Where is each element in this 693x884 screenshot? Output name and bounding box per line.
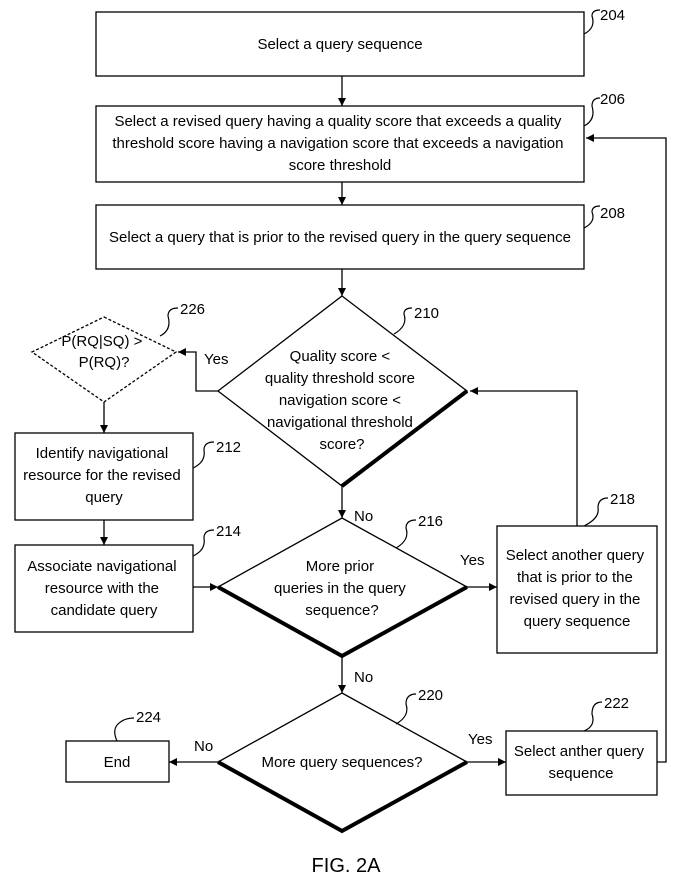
edge-label-yes-220: Yes [468,731,492,748]
ref-220: 220 [418,687,443,704]
ref-216: 216 [418,513,443,530]
decision-210-text: Quality score < quality threshold score … [265,348,419,453]
edge-210-226-yes [178,348,218,392]
leader-204 [583,9,601,35]
leader-214 [192,529,215,557]
step-214-box [14,544,194,633]
step-204-box [95,11,585,77]
ref-224: 224 [136,709,161,726]
step-222-box [505,730,658,796]
leader-226 [159,307,179,337]
decision-220-shadow [217,760,468,834]
step-208-box [95,204,585,270]
decision-220-text: More query sequences? [262,754,423,771]
leader-222 [583,701,603,732]
ref-208: 208 [600,205,625,222]
end-224-box [65,740,170,783]
ref-214: 214 [216,523,241,540]
edge-label-no-210: No [354,508,373,525]
leader-208 [583,205,601,229]
edge-label-no-220: No [194,738,213,755]
step-208-text: Select a query that is prior to the revi… [109,229,571,246]
leader-206 [583,97,601,127]
step-218-box [496,525,658,654]
figure-label: FIG. 2A [312,855,382,877]
edge-218-210 [470,387,578,526]
step-206-text: Select a revised query having a quality … [112,113,567,174]
step-222-text: Select anther query sequence [514,743,648,782]
leader-210 [393,307,413,335]
leader-220 [395,693,417,725]
ref-210: 210 [414,305,439,322]
step-212-box [14,432,194,521]
decision-226-text: P(RQ|SQ) > P(RQ)? [61,333,146,371]
ref-204: 204 [600,7,625,24]
ref-226: 226 [180,301,205,318]
edge-label-no-216: No [354,669,373,686]
step-218-text: Select another query that is prior to th… [506,547,649,630]
leader-218 [583,497,609,527]
step-214-text: Associate navigational resource with the… [27,558,180,619]
end-224-text: End [104,754,131,771]
ref-218: 218 [610,491,635,508]
step-204-text: Select a query sequence [257,36,422,53]
ref-222: 222 [604,695,629,712]
step-212-text: Identify navigational resource for the r… [23,445,185,506]
leader-224 [114,717,135,742]
edge-222-206 [586,134,667,763]
ref-206: 206 [600,91,625,108]
edge-label-yes-216: Yes [460,552,484,569]
ref-212: 212 [216,439,241,456]
decision-210-diamond [216,295,469,487]
leader-216 [395,519,417,549]
edge-label-yes-226: Yes [204,351,228,368]
leader-212 [192,441,215,469]
decision-210-shadow [340,389,469,488]
decision-216-text: More prior queries in the query sequence… [274,558,410,619]
step-206-box [95,105,585,183]
